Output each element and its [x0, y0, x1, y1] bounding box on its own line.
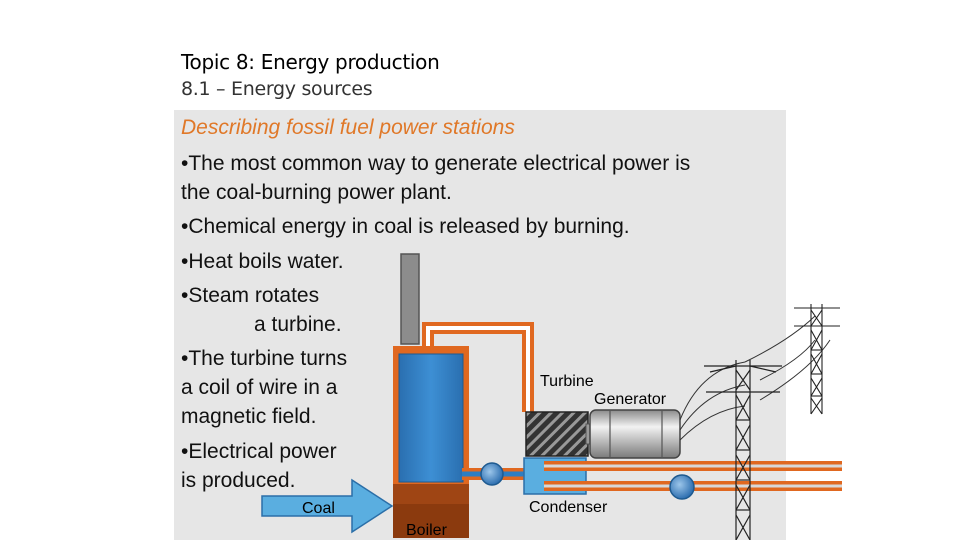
turbine-label: Turbine	[540, 373, 594, 390]
feed-pump	[480, 462, 504, 486]
boiler-water	[398, 353, 464, 483]
body-line-5: •Steam rotates	[181, 284, 320, 307]
boiler-label: Boiler	[406, 522, 448, 539]
body-line-1: •The most common way to generate electri…	[181, 152, 691, 175]
body-line-9: magnetic field.	[181, 405, 317, 428]
pylon-front	[704, 360, 782, 540]
power-lines	[679, 315, 831, 441]
body-line-7: •The turbine turns	[181, 347, 348, 370]
turbine	[525, 411, 589, 457]
slide-topic-title: Topic 8: Energy production	[181, 50, 440, 74]
coal-label: Coal	[302, 500, 335, 517]
slide-subtopic-title: 8.1 – Energy sources	[181, 78, 373, 100]
body-line-4: •Heat boils water.	[181, 250, 344, 273]
body-line-2: the coal-burning power plant.	[181, 181, 452, 204]
pylon-back	[794, 304, 840, 415]
body-line-10: •Electrical power	[181, 440, 337, 463]
generator-label: Generator	[594, 391, 667, 408]
coal-arrow	[261, 478, 394, 534]
body-line-6: a turbine.	[254, 313, 342, 336]
body-line-11: is produced.	[181, 469, 296, 492]
chimney	[400, 253, 420, 345]
section-heading: Describing fossil fuel power stations	[181, 116, 515, 139]
condenser-label: Condenser	[529, 499, 608, 516]
steam-pipe	[422, 322, 534, 412]
generator	[589, 409, 681, 459]
cooling-pump	[669, 474, 695, 500]
body-line-8: a coil of wire in a	[181, 376, 338, 399]
body-line-3: •Chemical energy in coal is released by …	[181, 215, 630, 238]
